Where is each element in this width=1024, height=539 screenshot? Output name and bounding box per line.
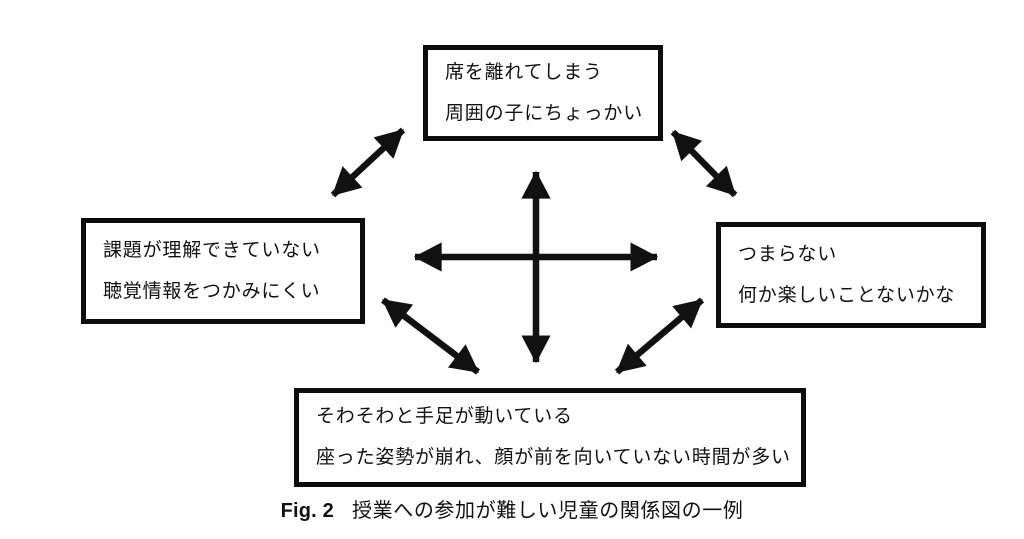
node-top-line-2: 周囲の子にちょっかい: [445, 102, 644, 124]
node-top: 席を離れてしまう 周囲の子にちょっかい: [423, 45, 663, 141]
node-left-line-2: 聴覚情報をつかみにくい: [103, 280, 321, 302]
figure-caption: Fig. 2 授業への参加が難しい児童の関係図の一例: [0, 494, 1024, 523]
node-right-line-1: つまらない: [738, 243, 838, 265]
diagonal-bottom-left-arrow: [381, 297, 480, 375]
figure-label: Fig. 2: [280, 500, 335, 522]
node-right: つまらない 何か楽しいことないかな: [716, 222, 986, 328]
diagonal-top-left-arrow: [330, 127, 406, 198]
diagonal-bottom-right-arrow: [614, 297, 705, 375]
node-left: 課題が理解できていない 聴覚情報をつかみにくい: [81, 218, 365, 324]
figure-caption-text: 授業への参加が難しい児童の関係図の一例: [352, 500, 744, 522]
node-bottom-line-2: 座った姿勢が崩れ、顔が前を向いていない時間が多い: [316, 447, 791, 468]
node-top-line-1: 席を離れてしまう: [445, 61, 603, 83]
node-bottom-line-1: そわそわと手足が動いている: [316, 406, 573, 427]
node-left-line-1: 課題が理解できていない: [103, 239, 321, 261]
diagonal-top-right-arrow: [670, 129, 738, 198]
node-right-line-2: 何か楽しいことないかな: [738, 284, 956, 306]
node-bottom: そわそわと手足が動いている 座った姿勢が崩れ、顔が前を向いていない時間が多い: [294, 388, 806, 487]
